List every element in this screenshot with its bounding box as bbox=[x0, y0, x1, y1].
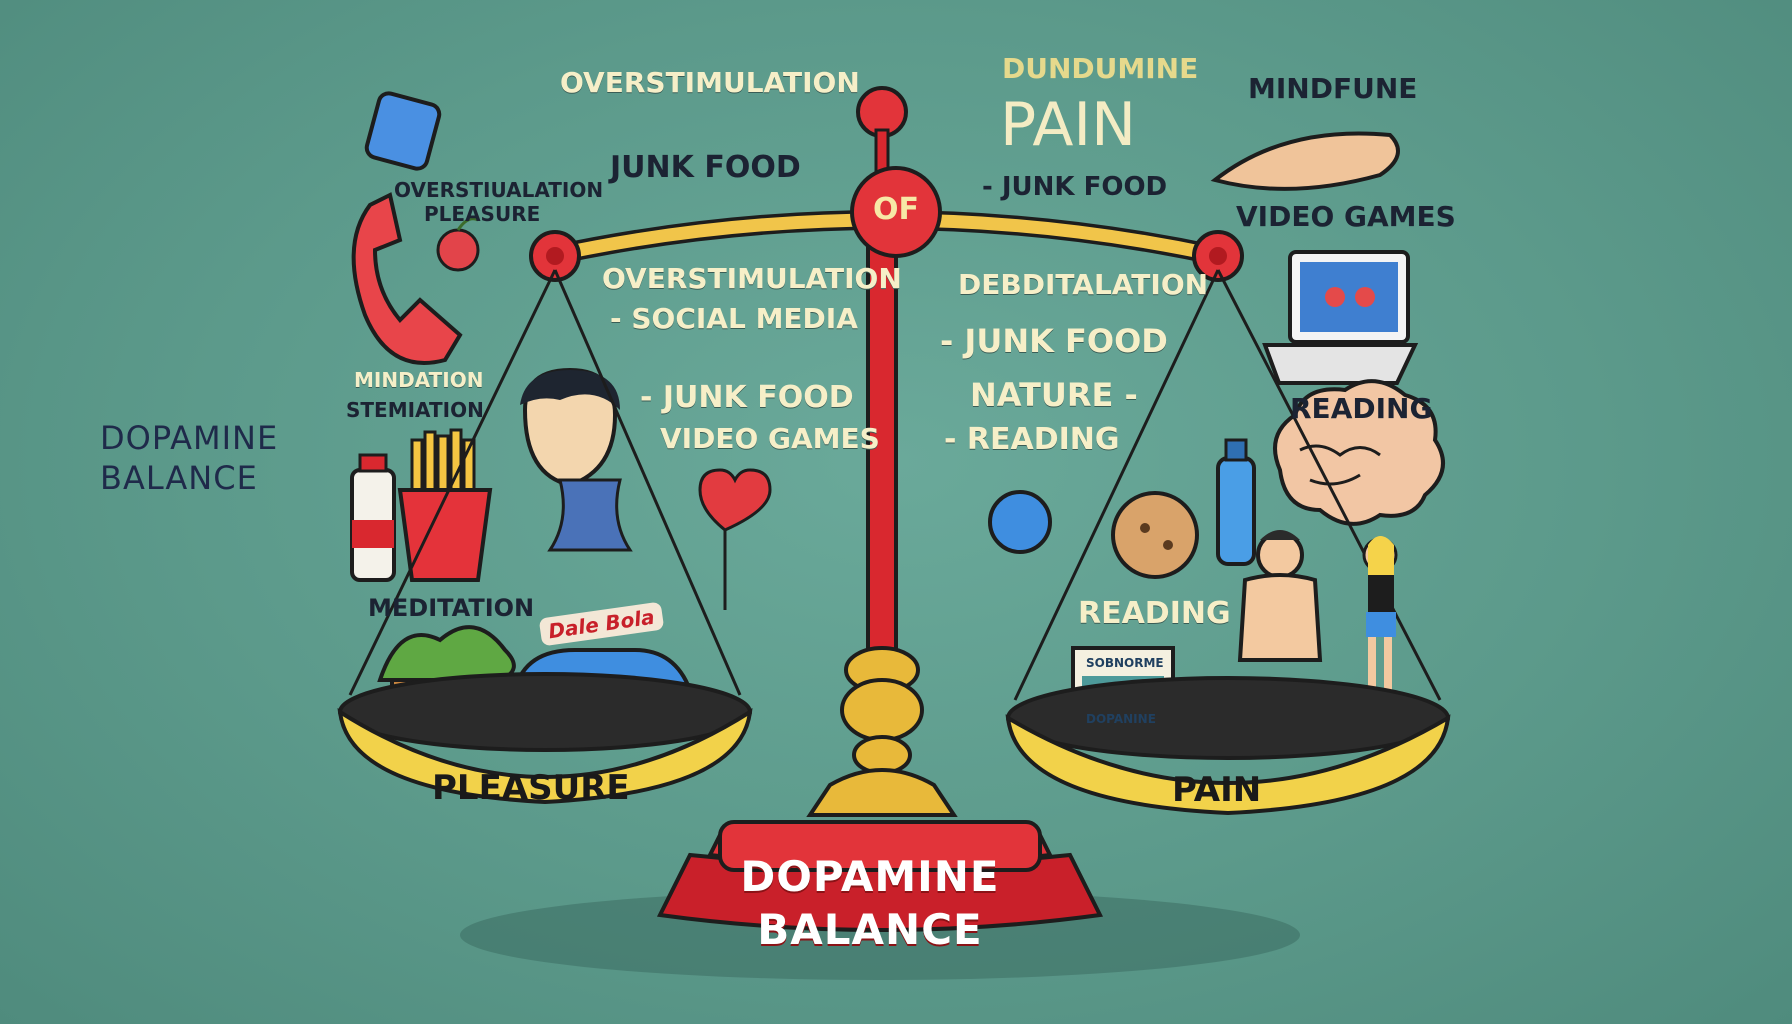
pain-big-label: PAIN bbox=[1000, 90, 1136, 160]
heart-icon bbox=[698, 468, 772, 610]
phone-icon bbox=[351, 192, 463, 365]
apple-icon bbox=[436, 217, 480, 272]
book-text-line2: DOPANINE bbox=[1086, 712, 1156, 726]
scale-beam bbox=[529, 166, 1244, 282]
list-social-media-label: - SOCIAL MEDIA bbox=[610, 302, 858, 335]
ball-icon bbox=[988, 490, 1052, 554]
right-plate bbox=[1005, 676, 1451, 816]
pain-plate-label: PAIN bbox=[1172, 770, 1262, 810]
stemiation-label: STEMIATION bbox=[346, 398, 484, 422]
reading-right-label: READING bbox=[1290, 392, 1433, 425]
fries-icon bbox=[397, 428, 493, 582]
list-overstimulation-label: OVERSTIMULATION bbox=[602, 262, 902, 295]
cookie-icon bbox=[1111, 491, 1199, 579]
list-video-games-label: VIDEO GAMES bbox=[660, 422, 880, 455]
feather-icon bbox=[1210, 131, 1400, 191]
side-title-line2: BALANCE bbox=[100, 459, 258, 497]
dundumine-label: DUNDUMINE bbox=[1002, 52, 1199, 85]
debditalation-label: DEBDITALATION bbox=[958, 268, 1209, 301]
left-plate bbox=[337, 672, 753, 805]
person-face-icon bbox=[520, 367, 633, 552]
base-label-line2: BALANCE bbox=[757, 905, 983, 954]
tablet-icon bbox=[364, 91, 442, 171]
right-list-nature-label: NATURE - bbox=[970, 376, 1138, 414]
brain-icon bbox=[1273, 379, 1445, 526]
water-bottle-icon bbox=[1216, 438, 1256, 566]
list-junk-food-label: - JUNK FOOD bbox=[640, 380, 854, 415]
side-title: DOPAMINE BALANCE bbox=[100, 418, 278, 498]
pleasure-label: PLEASURE bbox=[432, 768, 630, 808]
mindfune-label: MINDFUNE bbox=[1248, 72, 1418, 105]
base-label-line1: DOPAMINE bbox=[740, 852, 1000, 901]
right-list-reading-label: - READING bbox=[944, 422, 1120, 457]
meditation-label: MEDITATION bbox=[368, 594, 535, 622]
soda-can-icon bbox=[350, 453, 396, 582]
right-junk-food-top-label: - JUNK FOOD bbox=[982, 172, 1168, 202]
book-text-line1: SOBNORME bbox=[1086, 656, 1164, 670]
side-title-line1: DOPAMINE bbox=[100, 419, 279, 457]
overstimulation-pleasure-line2: PLEASURE bbox=[424, 202, 541, 226]
laptop-icon bbox=[1262, 250, 1419, 385]
scale-strings bbox=[348, 269, 1442, 701]
scale-base bbox=[656, 820, 1104, 932]
overstimulation-pleasure-line1: OVERSTIUALATION bbox=[394, 178, 604, 202]
reading-center-label: READING bbox=[1078, 596, 1231, 631]
of-label: OF bbox=[873, 192, 919, 227]
video-games-label: VIDEO GAMES bbox=[1236, 200, 1456, 233]
top-overstimulation-label: OVERSTIMULATION bbox=[560, 66, 860, 99]
top-junk-food-label: JUNK FOOD bbox=[610, 150, 801, 185]
right-list-junk-food-label: - JUNK FOOD bbox=[940, 322, 1168, 360]
mindation-label: MINDATION bbox=[354, 368, 484, 392]
